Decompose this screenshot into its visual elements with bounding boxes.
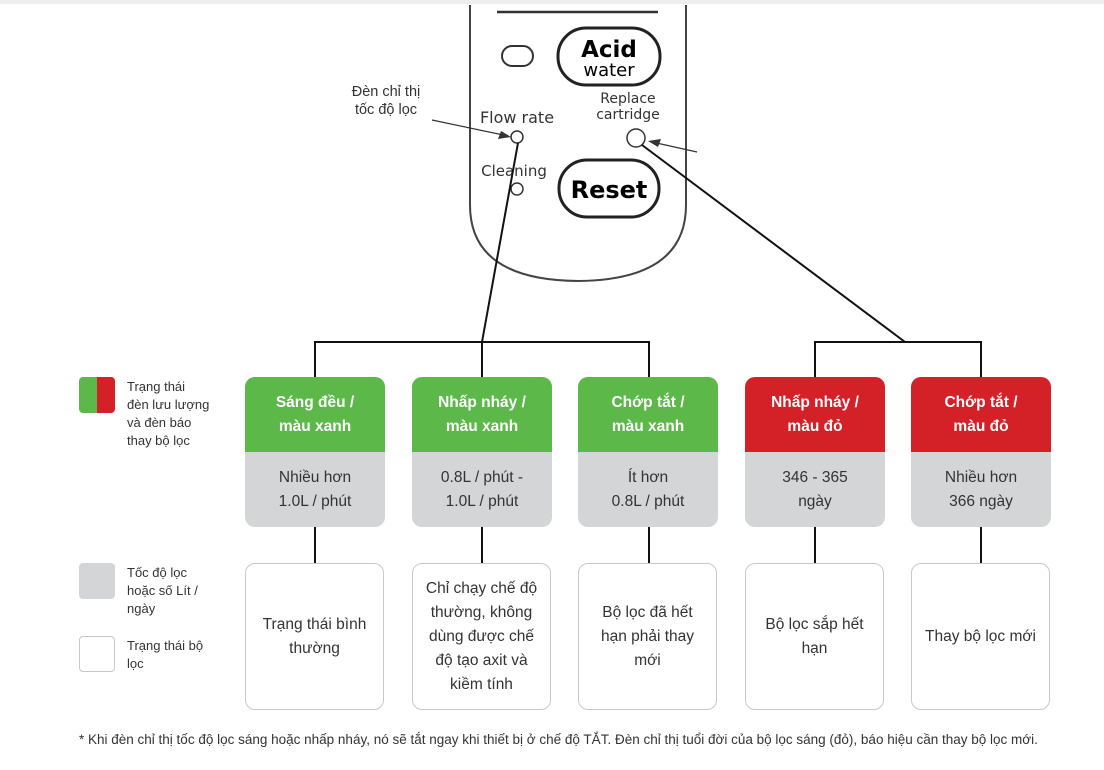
legend-label-status: Trạng thái đèn lưu lượng và đèn báo thay…	[127, 379, 210, 448]
reset-label: Reset	[571, 176, 648, 204]
replace-cartridge-led	[626, 128, 646, 148]
legend-swatch-filter	[79, 636, 115, 672]
flow-callout-line	[431, 119, 509, 137]
state-header: Chớp tắt /màu đỏ	[911, 377, 1051, 452]
state-header: Nhấp nháy /màu đỏ	[745, 377, 885, 452]
cartridge-label: cartridge	[596, 107, 660, 123]
replace-callout-line	[651, 141, 698, 153]
filter-status-1: Trạng thái bình thường	[245, 563, 384, 710]
device-panel-outline	[469, 5, 687, 283]
cleaning-label: Cleaning	[481, 162, 547, 180]
acid-water-button	[556, 26, 662, 87]
state-header: Nhấp nháy /màu xanh	[412, 377, 552, 452]
filter-status-3: Bộ lọc đã hết hạn phải thay mới	[578, 563, 717, 710]
legend-label-rate: Tốc độ lọc hoặc số Lít / ngày	[127, 565, 198, 616]
state-card-2: Nhấp nháy /màu xanh 0.8L / phút -1.0L / …	[412, 377, 552, 527]
replace-label: Replace	[600, 91, 655, 107]
water-label: water	[583, 60, 635, 81]
reset-button	[557, 158, 661, 219]
legend-swatch-rate	[79, 563, 115, 599]
legend-label-filter: Trạng thái bộ lọc	[127, 638, 204, 671]
top-border	[0, 0, 1104, 4]
footnote: * Khi đèn chỉ thị tốc độ lọc sáng hoặc n…	[79, 732, 1038, 747]
cleaning-led	[510, 182, 524, 196]
state-rate: 0.8L / phút -1.0L / phút	[440, 468, 524, 510]
callout-line-1: Đèn chỉ thị	[351, 84, 421, 100]
legend-swatch-status	[79, 377, 115, 413]
filter-status-4: Bộ lọc sắp hết hạn	[745, 563, 884, 710]
flow-rate-label: Flow rate	[480, 108, 554, 127]
callout-line-2: tốc độ lọc	[354, 102, 418, 118]
replace-callout-arrowhead	[648, 139, 661, 147]
flow-rate-led	[510, 130, 524, 144]
state-header: Chớp tắt /màu xanh	[578, 377, 718, 452]
acid-label: Acid	[581, 37, 637, 63]
flow-callout-arrowhead	[498, 131, 511, 139]
filter-status-5: Thay bộ lọc mới	[911, 563, 1050, 710]
flow-indicator-callout: Đèn chỉ thị tốc độ lọc	[330, 83, 442, 119]
state-header: Sáng đều /màu xanh	[245, 377, 385, 452]
flow-rate-connector	[481, 142, 519, 343]
small-oval-indicator	[501, 45, 534, 67]
replace-connector	[641, 144, 906, 343]
filter-status-2: Chỉ chạy chế độ thường, không dùng được …	[412, 563, 551, 710]
